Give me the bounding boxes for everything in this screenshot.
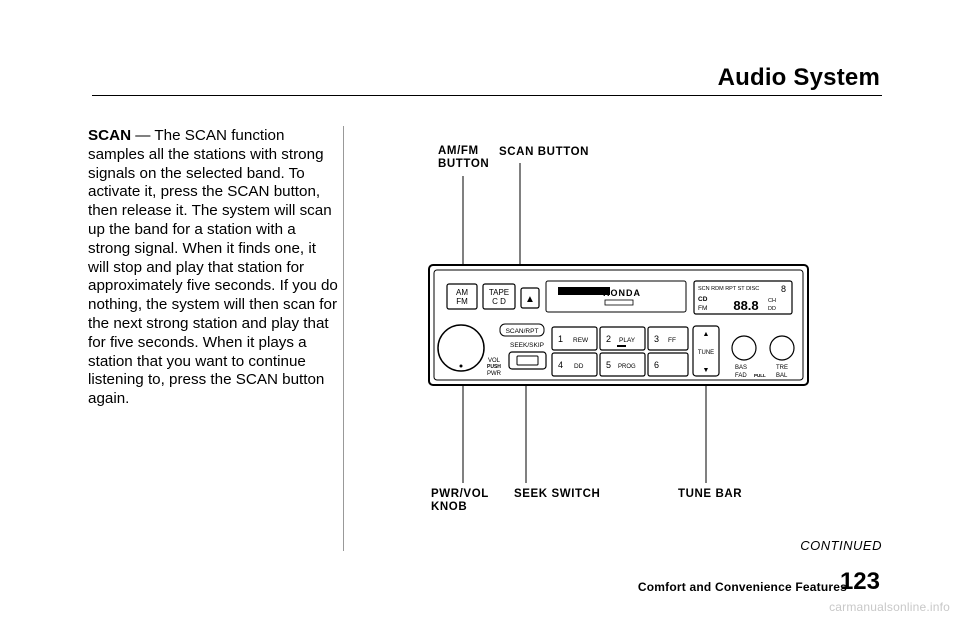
preset-2-indicator: [617, 345, 626, 347]
continued-label: CONTINUED: [800, 538, 882, 553]
bas-label: BAS: [735, 365, 747, 371]
footer-section-title: Comfort and Convenience Features: [637, 580, 847, 594]
cd-slot: [604, 299, 634, 306]
fad-label: FAD: [735, 373, 747, 379]
eject-icon: ▲: [525, 294, 535, 305]
seek-skip-rocker: [516, 355, 539, 366]
preset-5-label: PROG: [618, 364, 636, 370]
display-indicators: SCN RDM RPT ST DISC: [698, 286, 759, 292]
scan-rpt-label: SCAN/RPT: [506, 328, 539, 335]
preset-4-label: DD: [574, 363, 584, 370]
radio-faceplate: [433, 269, 804, 381]
pwr-label: PWR: [487, 371, 502, 377]
display-fm: FM: [698, 305, 707, 312]
push-label: PUSH: [487, 364, 501, 370]
pull-label: PULL: [754, 373, 766, 378]
preset-3-num: 3: [654, 334, 659, 344]
tape-label: TAPE: [489, 288, 509, 297]
bass-fader-knob[interactable]: [731, 335, 757, 361]
watermark: carmanualsonline.info: [829, 600, 950, 614]
bal-label: BAL: [776, 373, 788, 379]
preset-6-num: 6: [654, 360, 659, 370]
preset-2-num: 2: [606, 334, 611, 344]
cd-label: C D: [492, 297, 506, 306]
tune-up-icon: ▲: [703, 331, 710, 338]
vol-label: VOL: [488, 358, 501, 364]
scan-rpt-button[interactable]: [499, 323, 545, 337]
preset-button-3[interactable]: [647, 326, 689, 351]
preset-5-num: 5: [606, 360, 611, 370]
tune-label: TUNE: [698, 350, 714, 356]
display-panel: [693, 280, 793, 315]
am-label: AM: [456, 288, 468, 297]
fm-label: FM: [456, 297, 468, 306]
tape-cd-button[interactable]: [482, 283, 516, 310]
callout-amfm-button: AM/FM BUTTON: [438, 145, 490, 170]
display-dolby: DD: [768, 306, 776, 312]
preset-button-5[interactable]: [599, 352, 646, 377]
knob-indicator: [459, 364, 463, 368]
column-divider: [343, 126, 344, 551]
display-cd: CD: [698, 296, 708, 303]
seek-skip-label: SEEK/SKIP: [510, 342, 544, 349]
callout-pwr-vol-knob: PWR/VOL KNOB: [431, 488, 489, 513]
callout-seek-switch: SEEK SWITCH: [514, 488, 601, 500]
tre-label: TRE: [776, 365, 788, 371]
display-ch: CH: [768, 298, 776, 304]
am-fm-button[interactable]: [446, 283, 478, 310]
callout-tune-bar: TUNE BAR: [678, 488, 743, 500]
pwr-vol-knob[interactable]: [437, 324, 485, 372]
scan-text: — The SCAN function samples all the stat…: [88, 127, 338, 408]
display-frequency: 88.8: [733, 298, 758, 313]
preset-button-4[interactable]: [551, 352, 598, 377]
brand-logo: HONDA: [603, 288, 641, 298]
preset-1-num: 1: [558, 334, 563, 344]
page-title: Audio System: [717, 64, 880, 91]
preset-button-6[interactable]: [647, 352, 689, 377]
scan-term: SCAN: [88, 127, 132, 144]
treble-balance-knob[interactable]: [769, 335, 795, 361]
scan-description: SCAN — The SCAN function samples all the…: [88, 127, 340, 409]
title-rule: [92, 95, 882, 96]
tune-bar[interactable]: [692, 325, 720, 377]
tune-down-icon: ▼: [703, 367, 710, 374]
preset-2-label: PLAY: [619, 337, 636, 344]
callout-scan-button: SCAN BUTTON: [499, 146, 590, 158]
page-number: 123: [839, 568, 880, 595]
eject-button[interactable]: [520, 287, 540, 309]
preset-1-label: REW: [573, 337, 589, 344]
preset-button-1[interactable]: [551, 326, 598, 351]
preset-4-num: 4: [558, 360, 563, 370]
tape-slot: [558, 287, 610, 295]
preset-3-label: FF: [668, 337, 676, 344]
preset-button-2[interactable]: [599, 326, 646, 351]
display-disc-digit: 8: [781, 284, 786, 294]
